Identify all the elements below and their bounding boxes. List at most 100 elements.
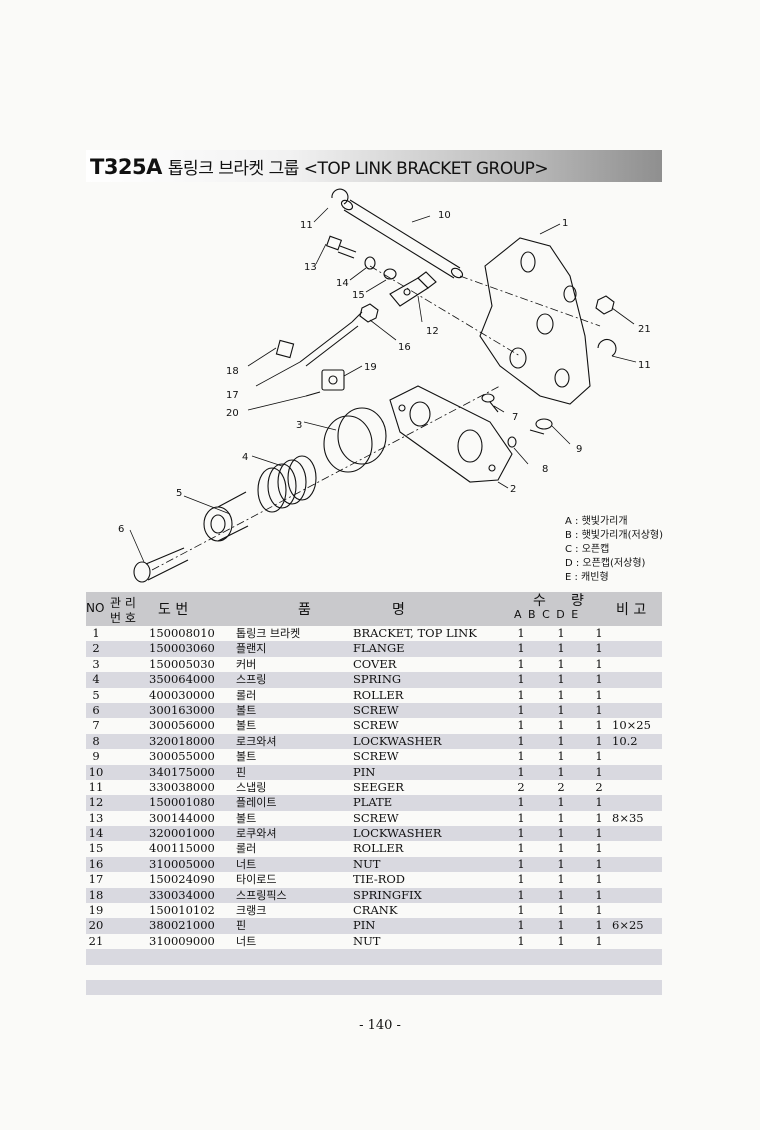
part-bracket-1 — [479, 237, 591, 405]
header-mgmt-bottom: 번 호 — [110, 611, 136, 625]
group-name: 톱링크 브라켓 그룹 <TOP LINK BRACKET GROUP> — [167, 159, 549, 179]
callout-8: 8 — [542, 464, 548, 475]
cell-name-en: NUT — [353, 856, 381, 871]
cell-no: 16 — [88, 856, 104, 871]
header-qty-a: 수 — [533, 593, 546, 609]
cell-code: 310009000 — [149, 933, 215, 948]
cell-no: 13 — [88, 810, 104, 825]
cell-no: 7 — [92, 718, 100, 733]
cell-name-kr: 플랜지 — [236, 642, 267, 656]
cell-name-kr: 너트 — [236, 857, 257, 871]
callout-17: 17 — [226, 390, 239, 401]
cell-qty-c: 1 — [557, 702, 565, 717]
cell-qty-a: 1 — [517, 656, 525, 671]
cell-no: 5 — [92, 687, 100, 702]
cell-qty-e: 1 — [595, 841, 603, 856]
header-name-b: 명 — [392, 602, 405, 618]
part-tie-rod-17 — [299, 311, 363, 367]
cell-qty-c: 1 — [557, 656, 565, 671]
cell-qty-e: 1 — [595, 626, 603, 640]
cell-qty-a: 1 — [517, 887, 525, 902]
cell-name-kr: 커버 — [236, 657, 257, 671]
part-screw-9 — [529, 418, 553, 435]
callout-18: 18 — [226, 366, 239, 377]
cell-no: 10 — [88, 764, 104, 779]
part-snap-ring-11 — [331, 188, 349, 205]
cell-name-en: ROLLER — [353, 687, 404, 702]
table-row-empty — [86, 965, 662, 980]
legend-item: B : 햇빛가리개(저상형) — [565, 530, 663, 541]
cell-name-kr: 톱링크 브라켓 — [236, 627, 301, 640]
header-no: NO — [86, 601, 105, 615]
cell-name-en: ROLLER — [353, 841, 404, 856]
cell-code: 330034000 — [149, 887, 215, 902]
cell-name-kr: 롤러 — [236, 688, 257, 702]
cell-name-kr: 타이로드 — [236, 873, 277, 887]
table-row-empty — [86, 979, 662, 996]
cell-qty-e: 1 — [595, 702, 603, 717]
cell-qty-c: 1 — [557, 887, 565, 902]
part-screw-13 — [325, 235, 357, 259]
cell-no: 12 — [88, 795, 104, 810]
cell-qty-c: 1 — [557, 733, 565, 748]
cell-code: 300055000 — [149, 749, 215, 764]
cell-name-kr: 스프링 — [236, 673, 267, 687]
cell-qty-c: 1 — [557, 856, 565, 871]
cell-name-en: PIN — [353, 918, 376, 933]
cell-no: 6 — [92, 702, 100, 717]
cell-qty-a: 1 — [517, 872, 525, 887]
cell-qty-e: 1 — [595, 856, 603, 871]
cell-name-en: PLATE — [353, 795, 393, 810]
cell-qty-c: 1 — [557, 749, 565, 764]
cell-remarks: 6×25 — [612, 918, 644, 933]
cell-code: 300144000 — [149, 810, 215, 825]
part-washer-8 — [507, 436, 517, 448]
part-screw-6 — [133, 547, 189, 583]
cell-name-en: LOCKWASHER — [353, 826, 442, 841]
cell-qty-e: 1 — [595, 795, 603, 810]
cell-name-kr: 볼트 — [236, 750, 257, 764]
cell-qty-e: 2 — [595, 779, 603, 794]
cell-no: 11 — [88, 779, 104, 794]
cell-qty-a: 2 — [517, 779, 525, 794]
cell-name-kr: 로크와셔 — [236, 734, 277, 748]
callout-11b: 11 — [638, 360, 651, 371]
header-remarks: 비 고 — [616, 602, 647, 618]
cell-qty-c: 1 — [557, 872, 565, 887]
callout-20: 20 — [226, 408, 239, 419]
cell-qty-e: 1 — [595, 718, 603, 733]
part-crank-19 — [321, 369, 345, 391]
cell-no: 8 — [92, 733, 100, 748]
callout-4: 4 — [242, 452, 248, 463]
legend: A : 햇빛가리개 B : 햇빛가리개(저상형) C : 오픈캡 D : 오픈캡… — [565, 515, 663, 585]
callout-10: 10 — [438, 210, 451, 221]
cell-name-en: NUT — [353, 933, 381, 948]
cell-name-kr: 로쿠와셔 — [236, 827, 277, 841]
cell-name-en: LOCKWASHER — [353, 733, 442, 748]
cell-qty-e: 1 — [595, 641, 603, 656]
cell-remarks: 10×25 — [612, 718, 651, 733]
cell-remarks: 10.2 — [612, 733, 638, 748]
cell-name-en: SCREW — [353, 810, 399, 825]
cell-code: 150003060 — [149, 641, 215, 656]
legend-item: C : 오픈캡 — [565, 544, 610, 555]
cell-qty-e: 1 — [595, 749, 603, 764]
header-config-letters: A B C D E — [514, 608, 579, 621]
part-nut-16 — [359, 303, 379, 323]
cell-code: 150001080 — [149, 795, 215, 810]
cell-qty-a: 1 — [517, 764, 525, 779]
header-code: 도 번 — [158, 602, 189, 618]
cell-qty-c: 1 — [557, 903, 565, 918]
cell-qty-a: 1 — [517, 749, 525, 764]
